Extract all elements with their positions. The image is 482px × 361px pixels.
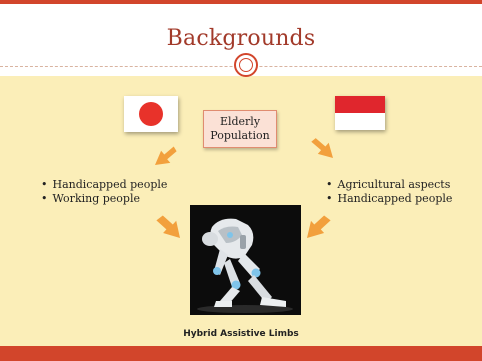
arrow-icon <box>156 216 180 239</box>
arrow-icon <box>155 147 177 166</box>
arrow-icon <box>311 138 333 158</box>
robot-suit-photo <box>190 205 301 315</box>
robot-suit-image <box>190 205 301 315</box>
arrow-icon <box>307 216 331 239</box>
photo-caption: Hybrid Assistive Limbs <box>0 329 482 339</box>
